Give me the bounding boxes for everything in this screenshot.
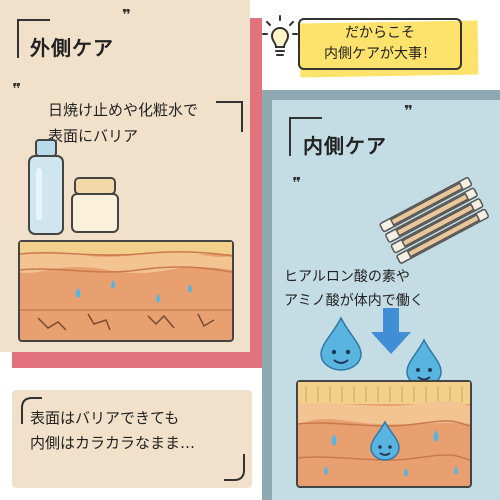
banner-box <box>298 18 462 70</box>
supplement-sticks-icon <box>379 177 489 264</box>
inner-care-line-1: ヒアルロン酸の素や <box>284 269 410 285</box>
note-box <box>12 390 252 488</box>
jar-icon <box>71 177 119 233</box>
note-bracket <box>21 397 245 481</box>
outer-care-line-1: 日焼け止めや化粧水で <box>48 101 199 119</box>
inner-care-description: ヒアルロン酸の素や アミノ酸が体内で働く <box>284 265 424 313</box>
banner-line-2: 内側ケアが大事！ <box>324 46 436 62</box>
quote-mark-close-right: ❞ <box>404 102 413 120</box>
banner-line-1: だからこそ <box>345 25 415 41</box>
smiling-drop-icon-3 <box>370 420 400 461</box>
inner-care-line-2: アミノ酸が体内で働く <box>284 293 424 309</box>
dry-skin-layers <box>18 240 234 342</box>
banner-message: だからこそ 内側ケアが大事！ <box>304 23 456 65</box>
arrow-down-icon <box>371 308 411 354</box>
outer-care-title: 外側ケア <box>30 36 114 60</box>
quote-mark-close: ❞ <box>122 6 131 24</box>
outer-care-description: 日焼け止めや化粧水で 表面にバリア <box>48 97 198 149</box>
inner-care-title: 内側ケア <box>303 134 387 158</box>
note-line-1: 表面はバリアできても <box>30 409 180 427</box>
note-line-2: 内側はカラカラなまま… <box>30 434 196 452</box>
quote-mark-open: ❞ <box>12 80 21 98</box>
bulb-icon <box>262 15 298 56</box>
title-bracket-left <box>17 19 50 58</box>
smiling-drop-icon <box>320 316 362 371</box>
outer-care-line-2: 表面にバリア <box>48 127 139 145</box>
title-bracket-right <box>289 117 322 156</box>
note-message: 表面はバリアできても 内側はカラカラなまま… <box>30 406 195 456</box>
text-bracket-left <box>216 101 243 132</box>
bottle-icon <box>28 139 64 235</box>
quote-mark-open-right: ❞ <box>292 174 301 192</box>
